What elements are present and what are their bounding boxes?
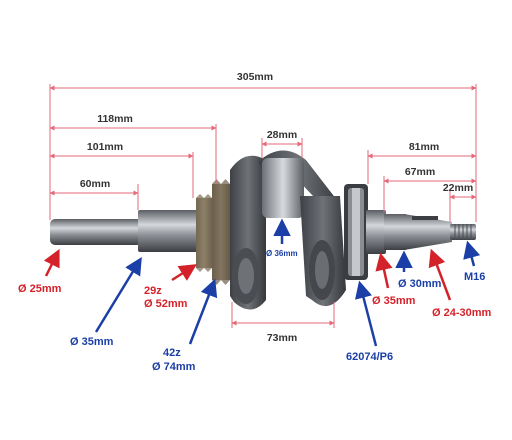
arrow-phi25 (43, 248, 60, 277)
large-gear (212, 179, 230, 285)
dim-overall-text: 305mm (237, 71, 273, 83)
thread-end (450, 224, 476, 240)
label-crankpin: Ø 36mm (266, 249, 298, 258)
right-journal (366, 210, 386, 254)
arrow-42z (188, 278, 218, 345)
label-m16: M16 (464, 271, 485, 283)
arrow-phi35-left (94, 257, 142, 333)
label-bearing: 62074/P6 (346, 351, 393, 363)
arrow-taper (428, 248, 452, 301)
dim-101-text: 101mm (87, 141, 123, 153)
dim-67-text: 67mm (405, 166, 435, 178)
dim-60-text: 60mm (80, 178, 110, 190)
dim-81-text: 81mm (409, 141, 439, 153)
dim-22-text: 22mm (443, 182, 473, 194)
label-phi35-right: Ø 35mm (372, 295, 416, 307)
dim-28-text: 28mm (267, 129, 297, 141)
label-phi30: Ø 30mm (398, 278, 442, 290)
crankshaft-part (50, 150, 476, 310)
label-29z: 29z (144, 285, 162, 297)
label-phi25: Ø 25mm (18, 283, 62, 295)
label-74mm: Ø 74mm (152, 361, 196, 373)
callout-arrows (43, 218, 481, 347)
dim-73-text: 73mm (267, 332, 297, 344)
arrow-bearing (355, 280, 378, 347)
arrow-phi35-right (375, 252, 393, 289)
label-taper: Ø 24-30mm (432, 307, 492, 319)
dim-118-text: 118mm (97, 113, 133, 125)
left-shaft-journal (138, 210, 200, 252)
label-52mm: Ø 52mm (144, 298, 188, 310)
dimension-lines (49, 84, 477, 328)
crank-pin (262, 158, 304, 218)
right-shaft-section (384, 214, 406, 250)
label-42z: 42z (163, 347, 181, 359)
main-bearing (344, 184, 368, 280)
small-gear (196, 194, 212, 272)
arrow-29z (171, 264, 197, 282)
arrow-m16 (463, 240, 481, 267)
left-shaft-end (50, 219, 142, 245)
taper-section (404, 214, 452, 250)
label-phi35-left: Ø 35mm (70, 336, 114, 348)
